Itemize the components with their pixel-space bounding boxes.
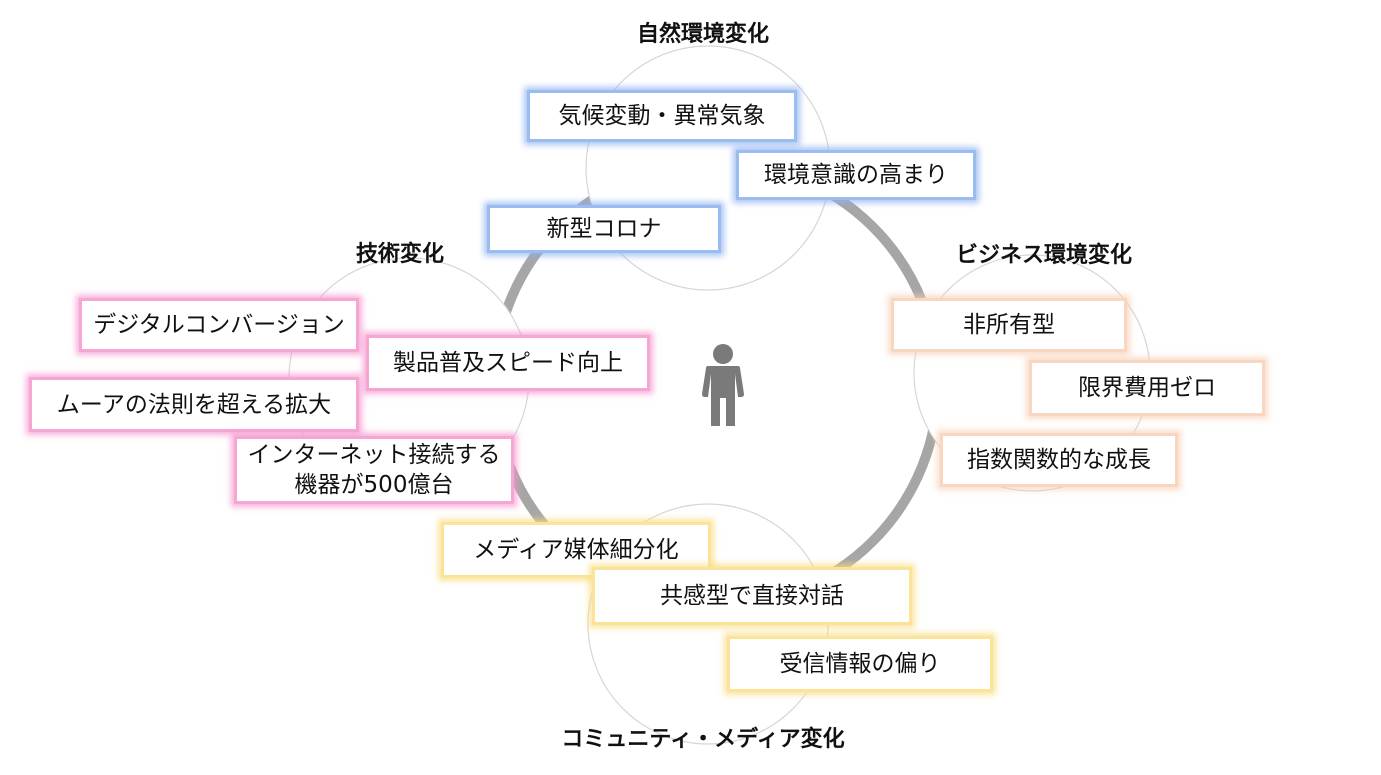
business-title: ビジネス環境変化	[955, 243, 1133, 268]
tech-title: 技術変化	[355, 242, 445, 267]
nature-item-covid: 新型コロナ	[487, 205, 721, 253]
business-item-zero-cost: 限界費用ゼロ	[1029, 360, 1265, 416]
tech-item-iot: インターネット接続する 機器が500億台	[234, 436, 514, 504]
business-item-exponential: 指数関数的な成長	[940, 433, 1178, 487]
community-item-dialogue: 共感型で直接対話	[592, 567, 912, 625]
community-item-bias: 受信情報の偏り	[727, 636, 993, 692]
nature-item-climate: 気候変動・異常気象	[527, 90, 797, 142]
person-icon	[702, 344, 744, 426]
business-item-nonownership: 非所有型	[891, 298, 1127, 352]
nature-item-awareness: 環境意識の高まり	[736, 150, 976, 200]
nature-title: 自然環境変化	[636, 22, 770, 47]
tech-item-iot-line1: インターネット接続する	[247, 442, 501, 468]
tech-item-speed: 製品普及スピード向上	[366, 335, 650, 391]
tech-item-digital: デジタルコンバージョン	[79, 298, 359, 352]
tech-item-moore: ムーアの法則を超える拡大	[29, 377, 359, 432]
tech-item-iot-line2: 機器が500億台	[294, 472, 454, 498]
community-title: コミュニティ・メディア変化	[561, 727, 845, 752]
